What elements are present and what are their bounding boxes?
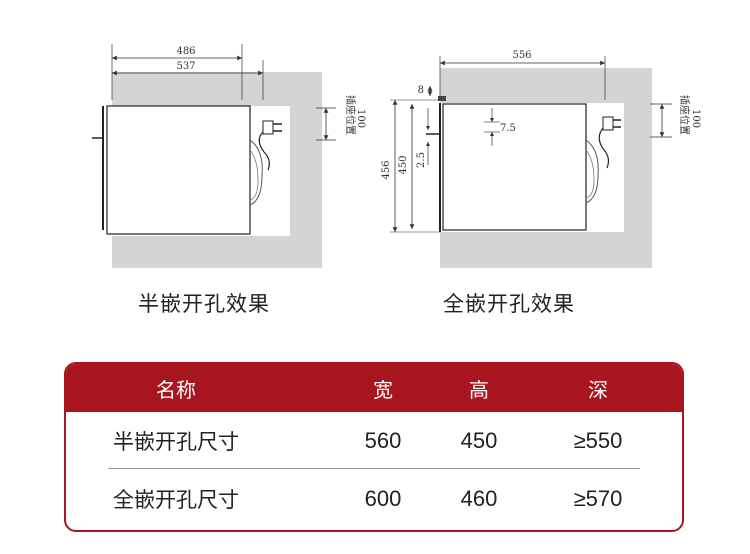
dim-456: 456 [381,160,392,179]
dim-556: 556 [512,50,531,61]
cabinet-left [112,72,322,268]
dim-8: 8 [418,85,424,96]
dim-100-left: 100 [355,109,366,128]
fully-embedded-diagram: 556 8 456 450 2.5 7.5 插座位置 100 [381,50,701,268]
row-divider [108,468,640,469]
cabinet-right [440,68,652,268]
table-row: 半嵌开孔尺寸 560 450 ≥550 [66,412,682,470]
socket-label-left: 插座位置 [344,95,357,135]
dim-450: 450 [398,155,409,174]
table-header: 名称 宽 高 深 [66,364,682,412]
socket-left [262,120,274,135]
dim-100-right: 100 [690,109,701,128]
installation-diagrams: 486 537 插座位置 100 556 8 456 [92,44,701,268]
table-row: 全嵌开孔尺寸 600 460 ≥570 [66,470,682,528]
socket-right [602,116,614,131]
oven-body-right [442,103,587,231]
row-name: 半嵌开孔尺寸 [113,430,239,454]
row-height: 450 [460,428,498,453]
header-width: 宽 [373,377,393,402]
row-width: 600 [364,486,402,511]
fully-embedded-caption: 全嵌开孔效果 [443,292,575,316]
cutout-size-table: 名称 宽 高 深 半嵌开孔尺寸 560 450 ≥550 全嵌开孔尺寸 600 … [64,362,684,532]
header-name: 名称 [156,377,196,402]
dim-2-5: 2.5 [416,152,427,168]
header-depth: 深 [588,377,608,402]
dim-537: 537 [176,61,195,72]
row-depth: ≥570 [573,486,623,511]
row-height: 460 [460,486,498,511]
socket-label-right: 插座位置 [678,95,691,135]
dim-486: 486 [176,46,195,57]
header-height: 高 [469,377,489,402]
row-width: 560 [364,428,402,453]
semi-embedded-diagram: 486 537 插座位置 100 [92,44,366,268]
semi-embedded-caption: 半嵌开孔效果 [138,292,270,316]
row-name: 全嵌开孔尺寸 [113,488,239,512]
dim-7-5: 7.5 [500,123,516,134]
oven-body-left [106,105,251,235]
row-depth: ≥550 [573,428,623,453]
